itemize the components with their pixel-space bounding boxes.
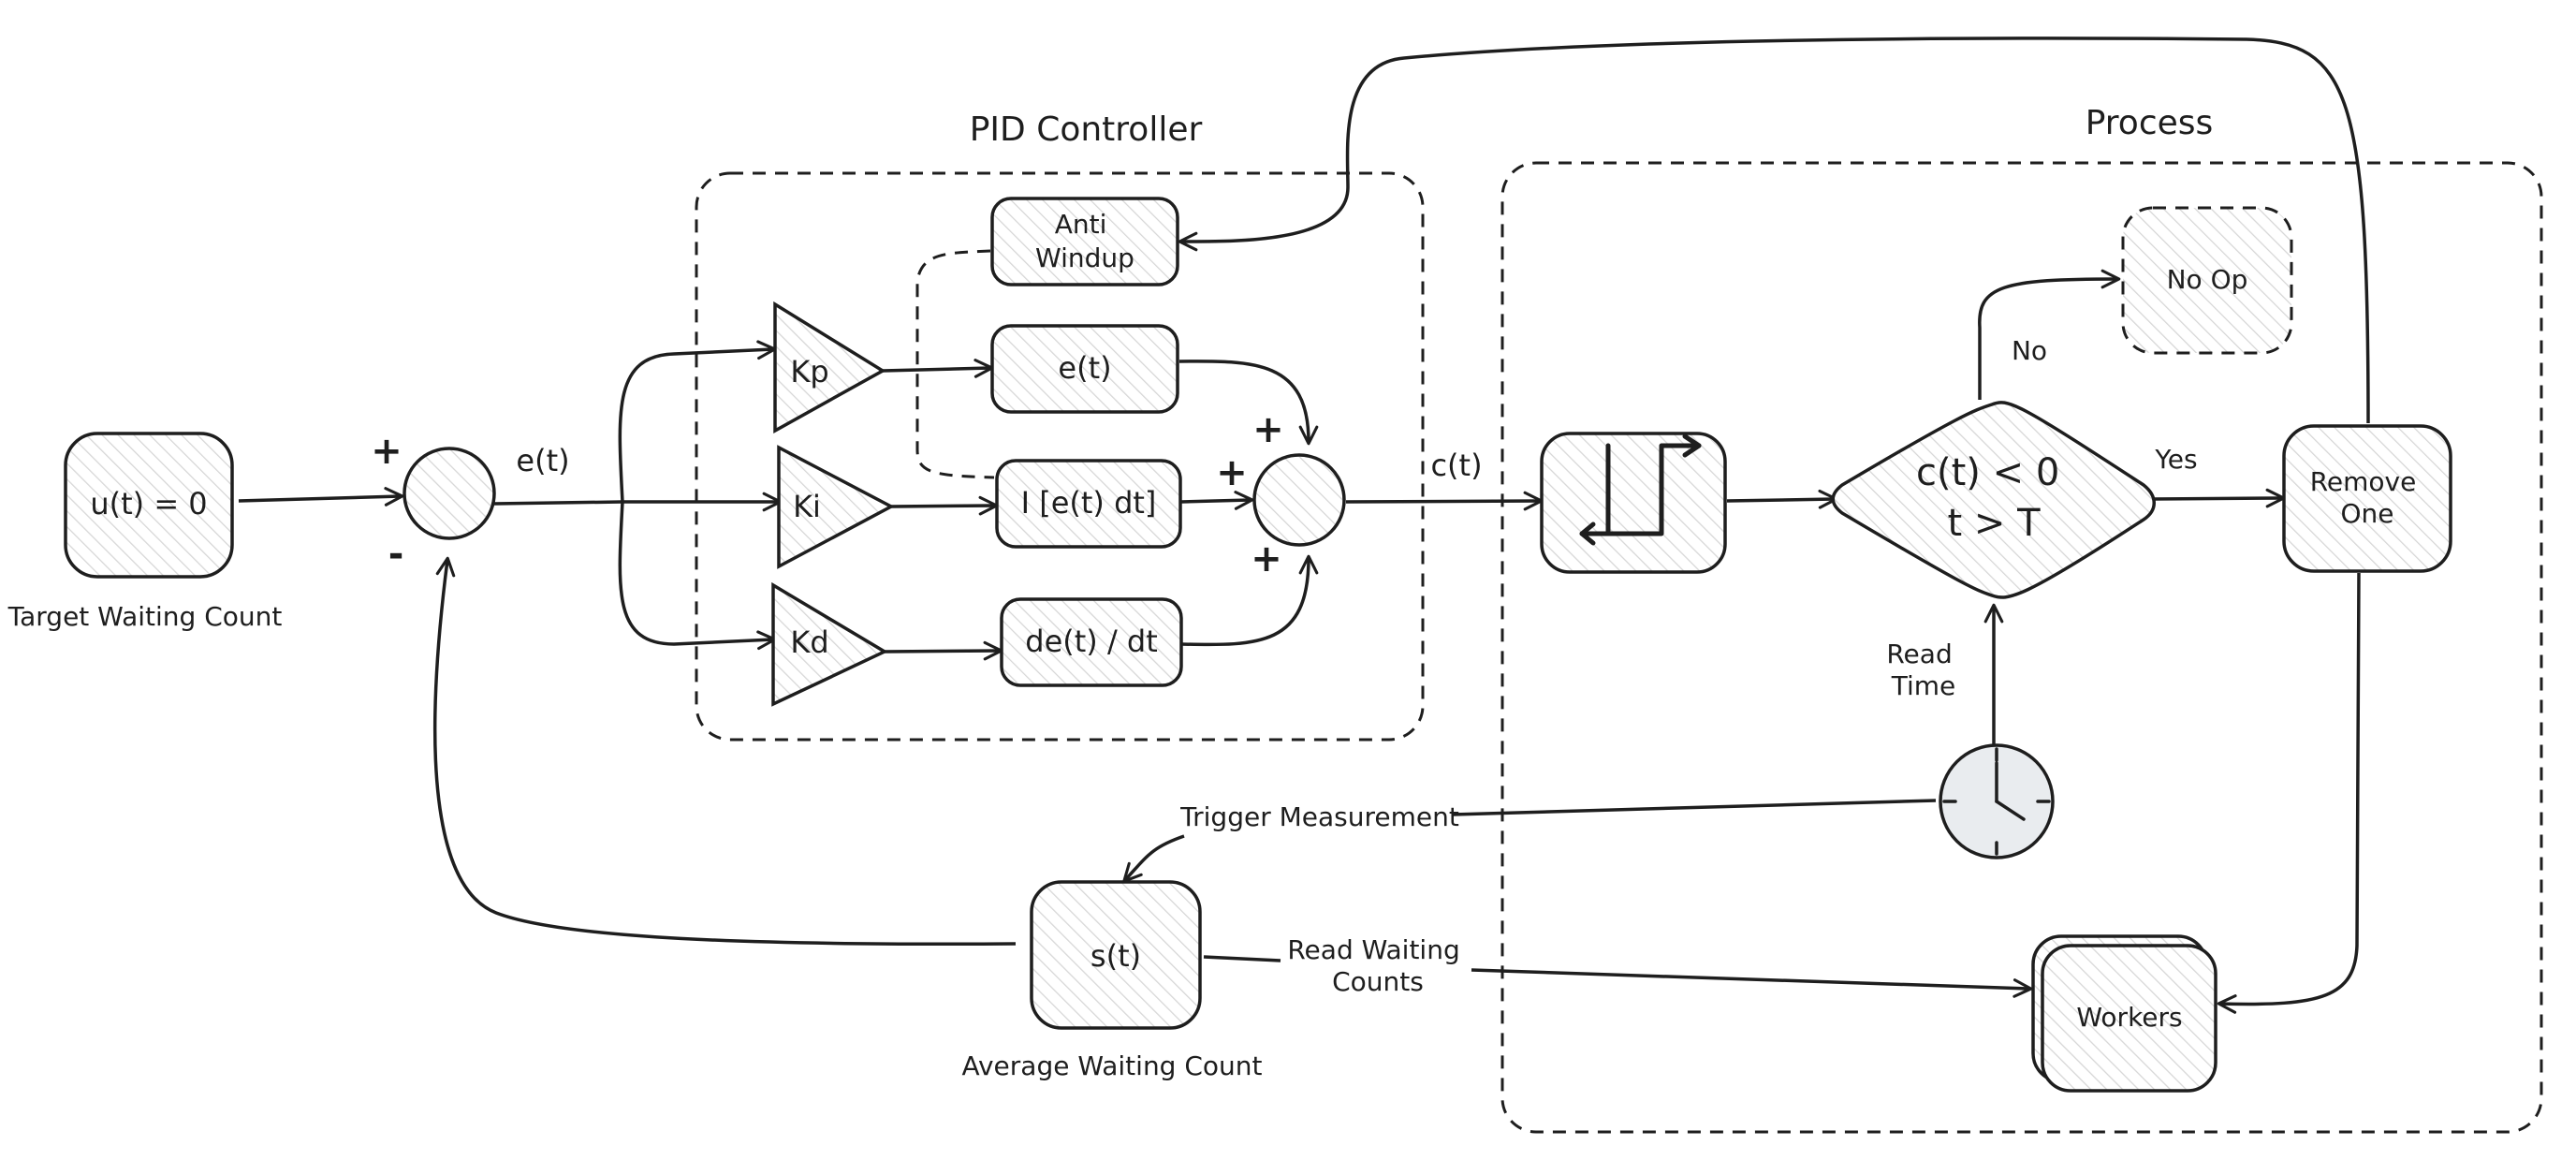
- kd-gain[interactable]: [771, 581, 888, 707]
- decision-no-label: No: [2012, 335, 2047, 366]
- process-frame: [1500, 161, 2543, 1134]
- square-pulse-icon: [1579, 433, 1702, 546]
- output-summing-junction[interactable]: [1252, 453, 1346, 547]
- setpoint-label: u(t) = 0: [90, 486, 207, 521]
- trigger-measurement-label: Trigger Measurement: [1179, 801, 1459, 832]
- remove-one-label: Remove One: [2310, 466, 2425, 529]
- workers-label: Workers: [2076, 1002, 2182, 1033]
- decision-block[interactable]: [1831, 401, 2156, 599]
- output-plus-top: +: [1252, 408, 1284, 451]
- remove-to-workers-arrow: [2217, 572, 2361, 1014]
- read-waiting-line-a: [1203, 955, 1281, 962]
- derivative-term-label: de(t) / dt: [1025, 624, 1158, 659]
- control-signal-label: c(t): [1430, 448, 1482, 483]
- ki-label: Ki: [793, 489, 821, 524]
- actuator-to-decision-arrow: [1726, 489, 1838, 509]
- actuator-block[interactable]: [1540, 432, 1727, 574]
- split-to-kd-arrow: [618, 501, 777, 651]
- setpoint-to-sum-arrow: [238, 487, 404, 507]
- output-plus-bottom: +: [1251, 537, 1282, 580]
- read-time-label: Read Time: [1886, 639, 1960, 701]
- remove-one-block[interactable]: [2282, 424, 2452, 573]
- feedback-arrow: [432, 556, 1017, 947]
- no-op-block[interactable]: [2121, 206, 2293, 355]
- integral-to-sum-arrow: [1180, 491, 1254, 510]
- sensor-block[interactable]: [1030, 880, 1202, 1030]
- ki-to-integral-arrow: [890, 495, 999, 516]
- anti-windup-block[interactable]: [990, 197, 1179, 286]
- trigger-measurement-line: [1452, 799, 1937, 816]
- split-to-kp-arrow: [618, 340, 777, 503]
- anti-windup-dashed-link: [915, 249, 995, 479]
- error-signal-label: e(t): [516, 443, 569, 478]
- proportional-term-label: e(t): [1058, 350, 1111, 386]
- kp-label: Kp: [790, 354, 828, 389]
- process-title: Process: [2086, 104, 2214, 142]
- output-plus-left: +: [1216, 451, 1248, 494]
- no-op-label: No Op: [2167, 264, 2248, 295]
- anti-windup-label: Anti Windup: [1035, 209, 1134, 273]
- read-waiting-counts-label: Read Waiting Counts: [1287, 934, 1468, 997]
- clock-icon[interactable]: [1939, 743, 2055, 859]
- derivative-term-block[interactable]: [1000, 597, 1183, 687]
- sensor-label: s(t): [1090, 938, 1141, 974]
- derivative-to-sum-arrow: [1180, 554, 1319, 647]
- setpoint-plus-sign: +: [371, 430, 402, 473]
- kp-gain[interactable]: [773, 301, 886, 433]
- proportional-term-block[interactable]: [990, 324, 1179, 414]
- setpoint-block[interactable]: [64, 432, 234, 579]
- decision-yes-label: Yes: [2154, 444, 2197, 475]
- kd-label: Kd: [790, 624, 828, 660]
- decision-label: c(t) < 0 t > T: [1916, 451, 2071, 545]
- trigger-measurement-arrow: [1122, 834, 1185, 883]
- average-waiting-count-caption: Average Waiting Count: [961, 1050, 1262, 1081]
- ki-gain[interactable]: [777, 445, 895, 569]
- workers-block[interactable]: [2041, 944, 2217, 1093]
- pid-controller-title: PID Controller: [970, 110, 1203, 149]
- control-signal-arrow: [1345, 491, 1544, 511]
- sum-to-split-line: [493, 500, 623, 506]
- kd-to-derivative-arrow: [884, 640, 1003, 661]
- integral-term-label: I [e(t) dt]: [1021, 485, 1157, 521]
- pid-controller-frame: [695, 171, 1425, 742]
- kp-to-proportional-arrow: [882, 359, 994, 378]
- error-summing-junction[interactable]: [402, 447, 496, 540]
- remove-to-anti-windup-arrow: [1178, 37, 2370, 424]
- decision-yes-arrow: [2152, 488, 2286, 508]
- feedback-minus-sign: -: [388, 533, 404, 576]
- integral-term-block[interactable]: [995, 459, 1182, 549]
- target-waiting-count-caption: Target Waiting Count: [7, 601, 283, 632]
- read-waiting-arrow: [1471, 968, 2033, 998]
- proportional-to-sum-arrow: [1178, 360, 1319, 446]
- decision-no-arrow: [1978, 269, 2121, 400]
